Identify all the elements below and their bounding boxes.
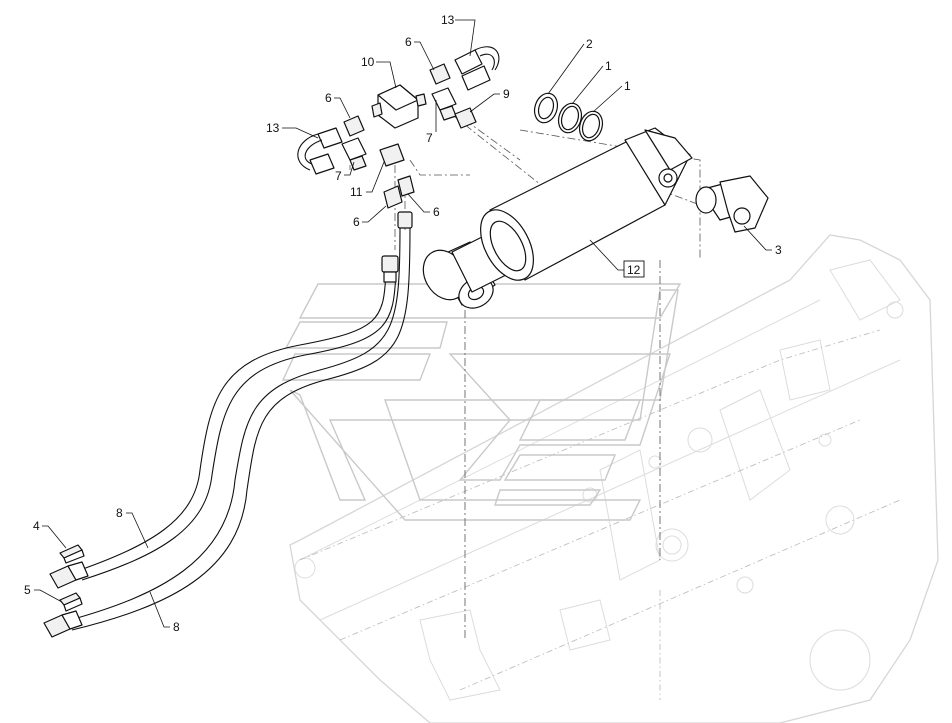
fitting-6-left [343,115,365,137]
callout-2: 2 [586,37,593,51]
callout-13-top: 13 [441,13,455,27]
callout-labels: 13 6 2 1 1 10 9 6 7 13 7 11 6 6 3 12 4 8… [24,13,782,634]
hose-fitting-bottom-a [49,561,89,589]
hydraulic-cylinder [422,127,693,309]
hose-fitting-bottom-b [43,610,83,638]
hose-clip-5 [59,592,83,612]
callout-11: 11 [350,185,363,199]
hydraulic-hose-upper [79,269,397,581]
callout-12-box [623,260,645,278]
o-ring-1b [578,110,604,142]
fitting-6-top [429,63,451,85]
callout-4: 4 [33,519,40,533]
leader-lines [34,19,772,628]
callout-9: 9 [503,87,510,101]
fitting-7-left [341,137,367,171]
hose-fitting-top-left [381,255,399,283]
hydraulic-hose-lower [69,224,411,631]
callout-8-upper: 8 [116,506,123,520]
o-ring-2 [533,92,559,124]
hose-fitting-top-right [397,211,413,229]
callout-7-right: 7 [426,131,433,145]
callout-6-lower-right: 6 [433,205,440,219]
fitting-11 [379,143,405,167]
callout-1-b: 1 [624,79,631,93]
callout-8-lower: 8 [173,620,180,634]
callout-13-left: 13 [266,121,280,135]
callout-6-left: 6 [325,91,332,105]
fitting-9 [454,107,477,129]
callout-10: 10 [361,55,375,69]
fitting-13-top-loop [454,46,500,91]
callout-7-left: 7 [335,169,342,183]
pivot-pin [695,175,769,233]
callout-3: 3 [775,243,782,257]
frame-centerlines [299,329,901,700]
machine-frame-background [289,234,939,723]
fitting-6-lower-right [397,175,415,197]
fitting-7-right [431,87,457,121]
callout-12: 12 [627,263,641,277]
fitting-13-left-loop [297,127,343,175]
callout-6-top: 6 [405,35,412,49]
callout-5: 5 [24,583,31,597]
callout-1-a: 1 [605,59,612,73]
fitting-6-lower-left [383,185,403,209]
hose-clip-4 [59,544,85,564]
callout-6-lower-left: 6 [353,215,360,229]
valve-block [371,84,427,129]
